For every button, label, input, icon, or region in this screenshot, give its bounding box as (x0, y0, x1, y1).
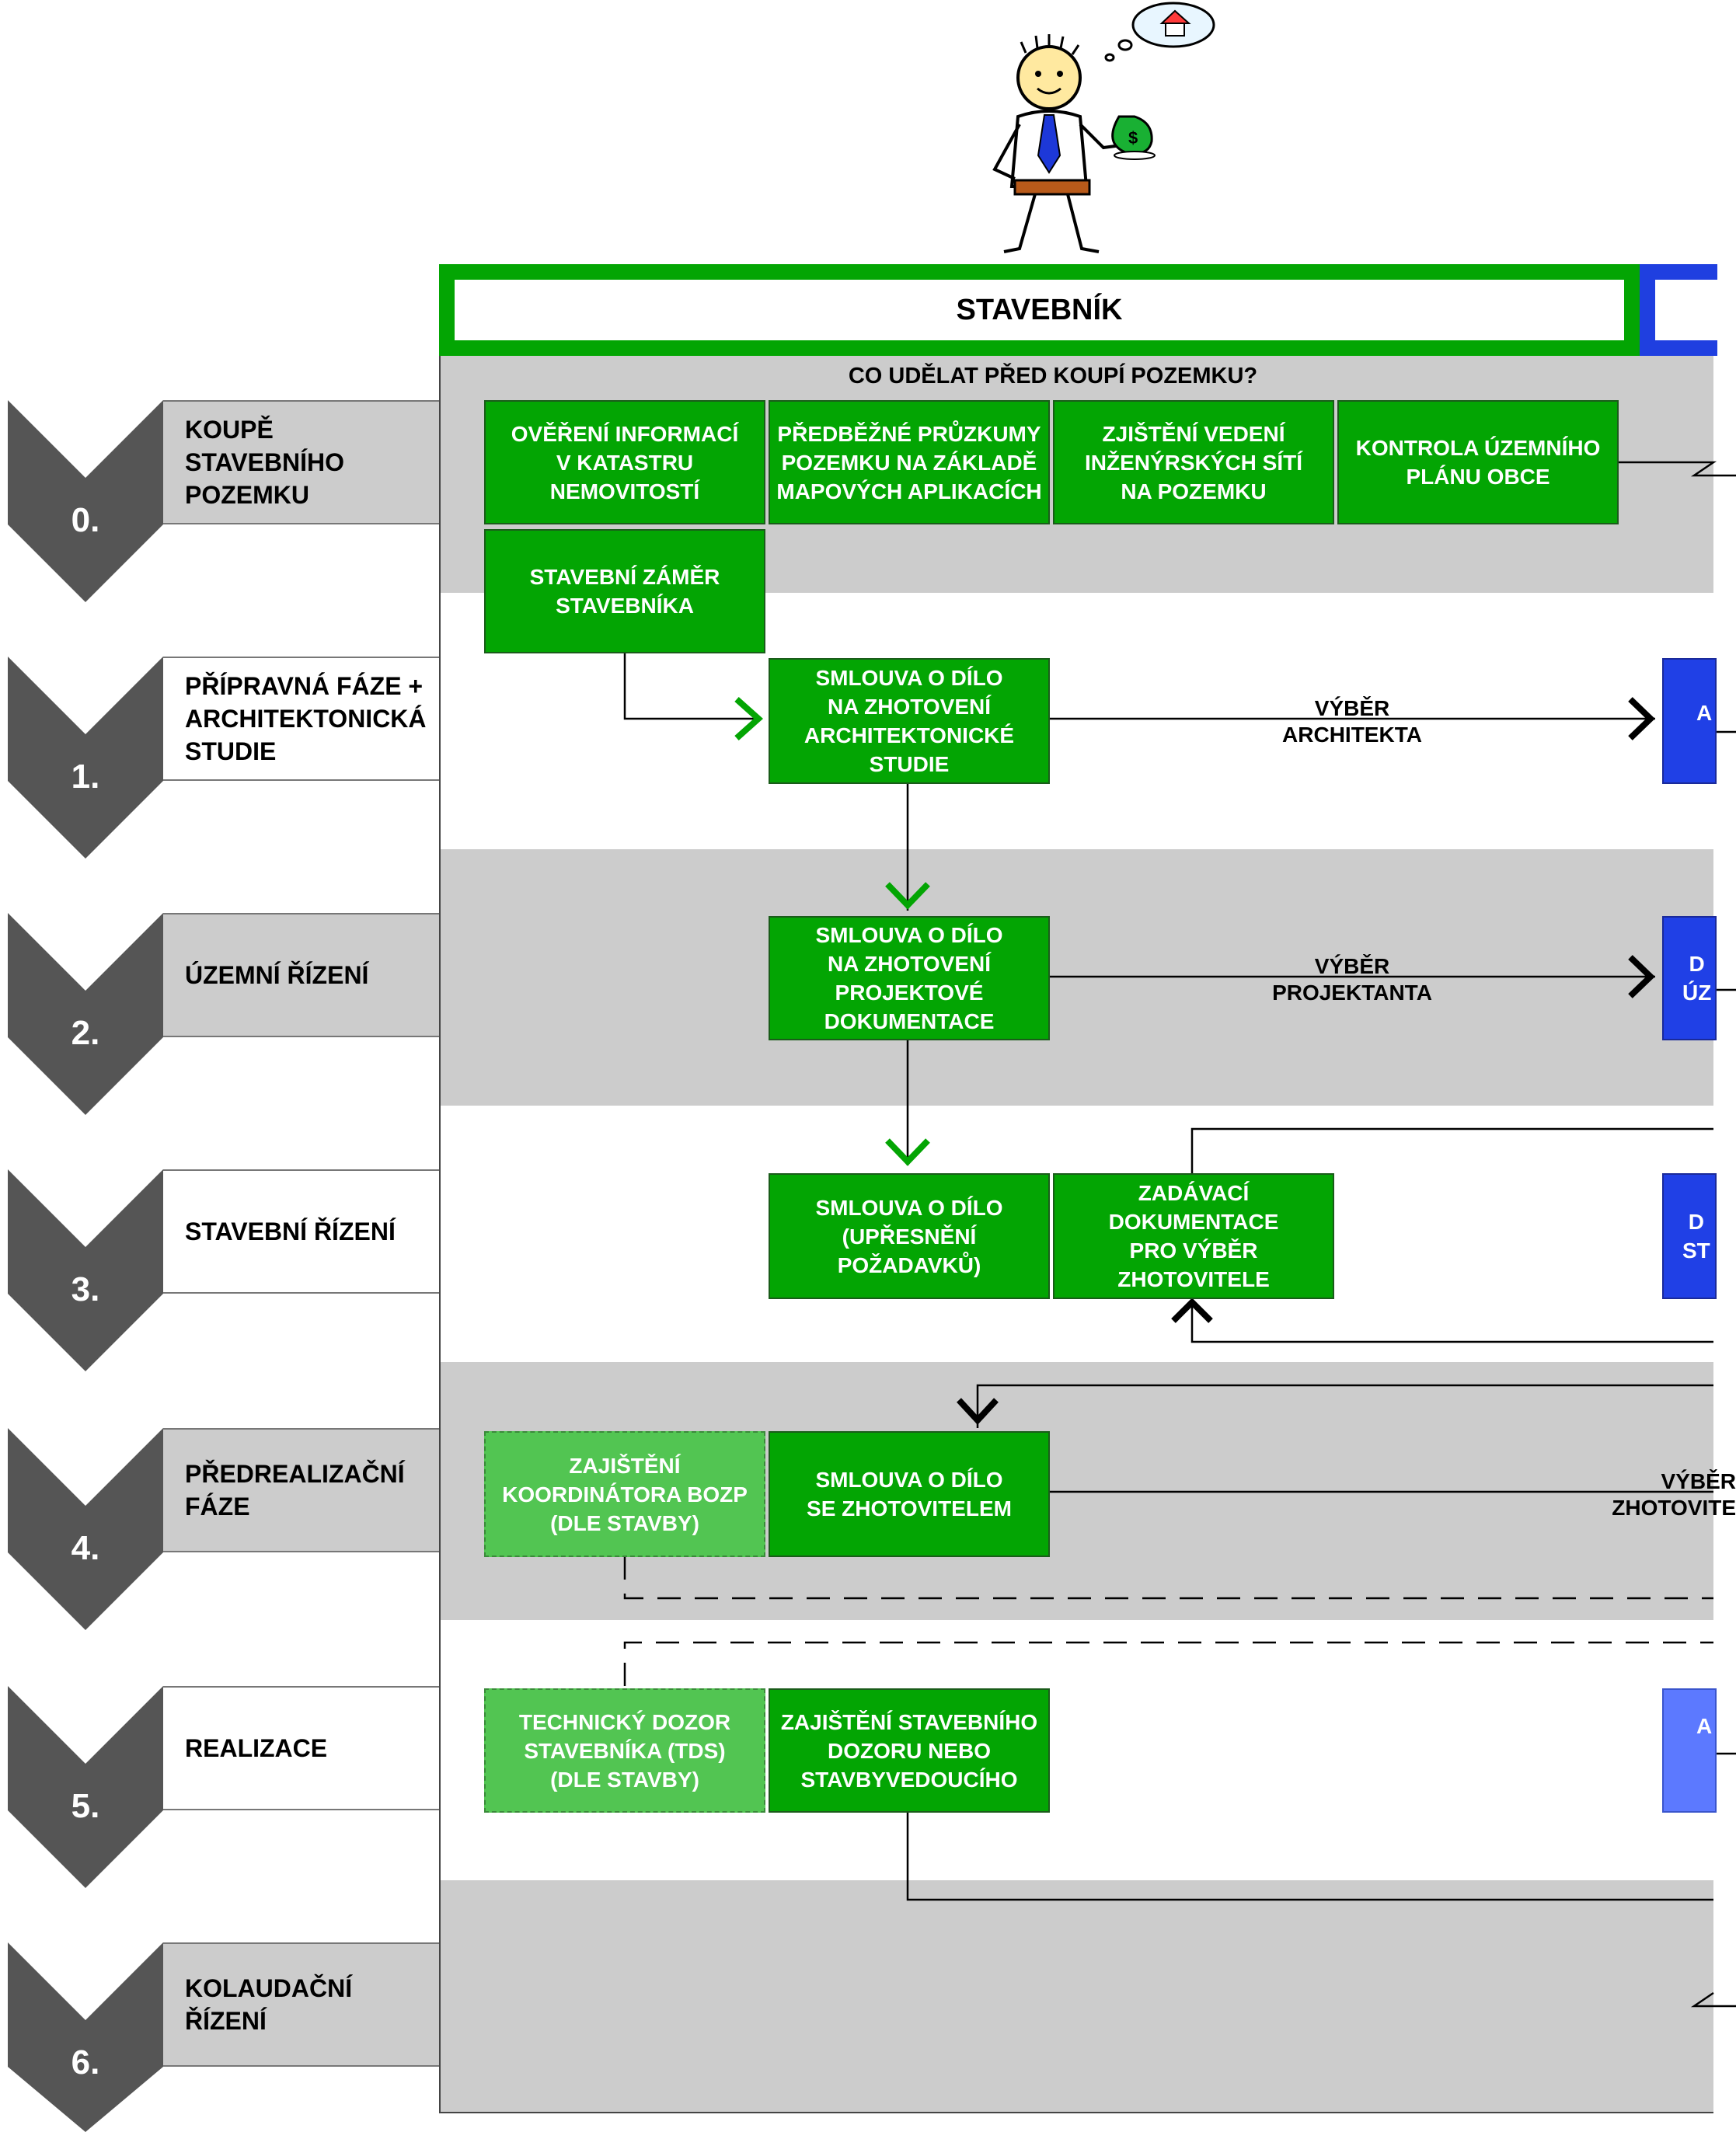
stage-2-chevron-icon (8, 913, 163, 1115)
stage-0-number: 0. (71, 501, 100, 539)
stage-2-label: ÚZEMNÍ ŘÍZENÍ (185, 961, 369, 989)
box-smlouva-upresneni: SMLOUVA O DÍLO (UPŘESNĚNÍ POŽADAVKŮ) (769, 1173, 1050, 1299)
next-role-header-inner (1655, 280, 1717, 340)
stage-4-number: 4. (71, 1529, 100, 1567)
box-smlouva-projektova-dokumentace: SMLOUVA O DÍLO NA ZHOTOVENÍ PROJEKTOVÉ D… (769, 916, 1050, 1040)
stavebnik-mascot-illustration: $ (992, 2, 1215, 253)
stage-5-label: REALIZACE (185, 1734, 328, 1762)
box-overeni-katastr: OVĚŘENÍ INFORMACÍ V KATASTRU NEMOVITOSTÍ (484, 400, 765, 524)
stage-3-chevron-icon (8, 1169, 163, 1371)
stage-6-chevron-icon (8, 1942, 163, 2132)
box-smlouva-architektonicka-studie: SMLOUVA O DÍLO NA ZHOTOVENÍ ARCHITEKTONI… (769, 658, 1050, 784)
diagram-frame (439, 356, 1713, 2113)
stage-1-chevron-icon (8, 657, 163, 859)
box-zjisteni-siti: ZJIŠTĚNÍ VEDENÍ INŽENÝRSKÝCH SÍTÍ NA POZ… (1053, 400, 1334, 524)
stage-4-label-box: PŘEDREALIZAČNÍ FÁZE (163, 1428, 439, 1552)
stage-5-chevron-icon (8, 1686, 163, 1888)
box-technicky-dozor: TECHNICKÝ DOZOR STAVEBNÍKA (TDS) (DLE ST… (484, 1688, 765, 1813)
stage-4-chevron-icon (8, 1428, 163, 1630)
stavebnik-header-title: STAVEBNÍK (455, 280, 1624, 340)
box-blue-stage-2: D ÚZ (1662, 916, 1717, 1040)
stage-4-label: PŘEDREALIZAČNÍ FÁZE (185, 1460, 405, 1521)
box-blue-stage-1: A (1662, 658, 1717, 784)
stage-1-label: PŘÍPRAVNÁ FÁZE + ARCHITEKTONICKÁ STUDIE (185, 672, 427, 765)
stage-0-label: KOUPĚ STAVEBNÍHO POZEMKU (185, 416, 345, 509)
box-kontrola-uzemniho-planu: KONTROLA ÚZEMNÍHO PLÁNU OBCE (1337, 400, 1619, 524)
question-heading: CO UDĚLAT PŘED KOUPÍ POZEMKU? (848, 364, 1258, 388)
label-vyber-projektanta: VÝBĚR PROJEKTANTA (1272, 954, 1432, 1005)
box-blue-stage-3: D ST (1662, 1173, 1717, 1299)
box-blue-stage-5: A (1662, 1688, 1717, 1813)
stage-6-label-box: KOLAUDAČNÍ ŘÍZENÍ (163, 1942, 439, 2067)
box-smlouva-se-zhotovitelem: SMLOUVA O DÍLO SE ZHOTOVITELEM (769, 1431, 1050, 1557)
svg-text:$: $ (1128, 128, 1138, 148)
box-stavebni-dozor: ZAJIŠTĚNÍ STAVEBNÍHO DOZORU NEBO STAVBYV… (769, 1688, 1050, 1813)
label-vyber-architekta: VÝBĚR ARCHITEKTA (1282, 696, 1422, 747)
stage-1-number: 1. (71, 758, 100, 796)
box-stavebni-zamer: STAVEBNÍ ZÁMĚR STAVEBNÍKA (484, 529, 765, 653)
stage-5-label-box: REALIZACE (163, 1686, 439, 1810)
stage-2-label-box: ÚZEMNÍ ŘÍZENÍ (163, 913, 439, 1037)
stage-5-number: 5. (71, 1787, 100, 1825)
stage-1-label-box: PŘÍPRAVNÁ FÁZE + ARCHITEKTONICKÁ STUDIE (163, 657, 439, 781)
stage-6-number: 6. (71, 2043, 100, 2081)
stage-0-chevron-icon (8, 400, 163, 602)
stage-2-number: 2. (71, 1014, 100, 1052)
box-predbezne-pruzkumy: PŘEDBĚŽNÉ PRŮZKUMY POZEMKU NA ZÁKLADĚ MA… (769, 400, 1050, 524)
stage-3-label: STAVEBNÍ ŘÍZENÍ (185, 1218, 396, 1245)
box-zadavaci-dokumentace: ZADÁVACÍ DOKUMENTACE PRO VÝBĚR ZHOTOVITE… (1053, 1173, 1334, 1299)
box-koordinator-bozp: ZAJIŠTĚNÍ KOORDINÁTORA BOZP (DLE STAVBY) (484, 1431, 765, 1557)
band-stage-6 (439, 1880, 1713, 2113)
stage-0-label-box: KOUPĚ STAVEBNÍHO POZEMKU (163, 400, 439, 524)
label-vyber-zhotovitele: VÝBĚR ZHOTOVITE (1612, 1469, 1736, 1520)
stage-6-label: KOLAUDAČNÍ ŘÍZENÍ (185, 1974, 353, 2035)
stage-3-number: 3. (71, 1270, 100, 1308)
stage-3-label-box: STAVEBNÍ ŘÍZENÍ (163, 1169, 439, 1294)
